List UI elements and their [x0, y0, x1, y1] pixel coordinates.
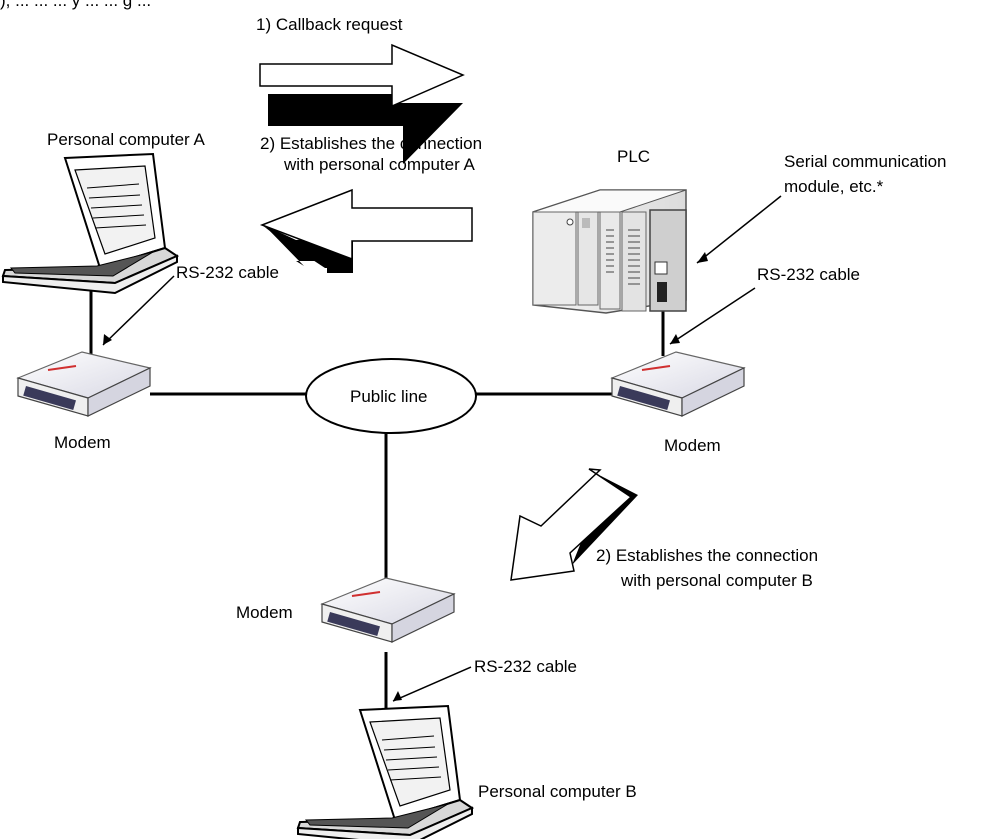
modem-left-icon: [16, 351, 152, 417]
modem-bottom-icon: [320, 577, 456, 643]
establish-b-arrow: [510, 468, 638, 581]
modem-bottom-label: Modem: [236, 603, 293, 622]
callout-lines: [102, 195, 782, 702]
modem-left-label: Modem: [54, 433, 111, 452]
pc-b-label: Personal computer B: [478, 782, 637, 801]
rs232-label-plc: RS-232 cable: [757, 265, 861, 284]
plc-label: PLC: [617, 147, 651, 166]
plc-rack-icon: [532, 189, 687, 314]
callback-request-label: 1) Callback request: [256, 15, 403, 34]
header-cut-text: ), ... ... ... y ... ... g ...: [0, 0, 152, 10]
establish-a-label-line2: with personal computer A: [284, 155, 475, 174]
callback-arrow: [259, 43, 465, 164]
establish-a-arrow: [259, 188, 473, 273]
public-line-ellipse: [305, 358, 477, 434]
module-callout-line: [696, 195, 782, 264]
module-label-line1: Serial communication: [784, 152, 947, 171]
rs232-label-pc-b: RS-232 cable: [474, 657, 578, 676]
establish-b-label-line2: with personal computer B: [621, 571, 813, 590]
public-line-label: Public line: [350, 387, 428, 406]
modem-right-icon: [610, 351, 746, 417]
connection-lines: [89, 290, 665, 712]
pc-a-label: Personal computer A: [47, 130, 205, 149]
establish-a-label-line1: 2) Establishes the connection: [260, 134, 483, 153]
establish-b-label-line1: 2) Establishes the connection: [596, 546, 819, 565]
module-label-line2: module, etc.*: [784, 177, 884, 196]
laptop-a-icon: [1, 152, 180, 295]
modem-right-label: Modem: [664, 436, 721, 455]
laptop-b-icon: [296, 704, 475, 839]
rs232-label-pc-a: RS-232 cable: [176, 263, 280, 282]
